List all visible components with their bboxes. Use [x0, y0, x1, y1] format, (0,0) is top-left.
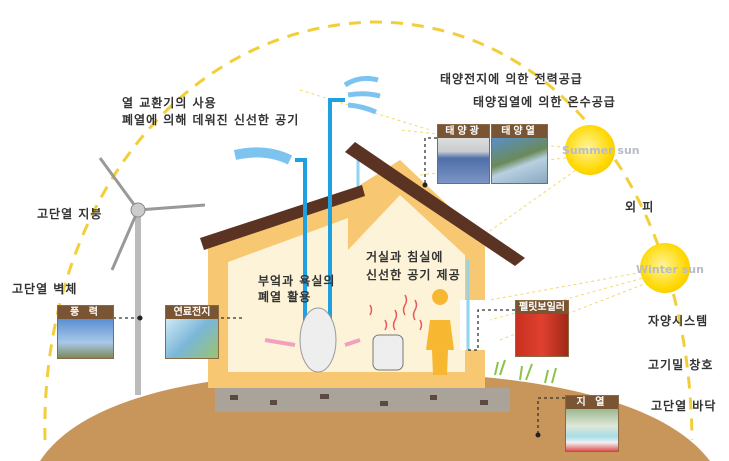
winter-sun-label: Winter sun	[636, 263, 704, 276]
kitchen-bath-label-1: 부엌과 욕실의	[258, 274, 336, 288]
envelope-label: 외 피	[625, 200, 655, 214]
heat-exchanger-label-2: 폐열에 의해 데워진 신선한 공기	[122, 113, 300, 127]
pellet-boiler-photo: 펠릿보일러	[515, 300, 569, 357]
winter-sun-icon	[640, 243, 690, 293]
house-interior	[228, 195, 465, 372]
kitchen-bath-label-2: 폐열 활용	[258, 290, 312, 304]
living-room-label-2: 신선한 공기 제공	[366, 268, 461, 282]
insulated-floor-label: 고단열 바닥	[651, 399, 717, 413]
fresh-air-arrow	[233, 147, 293, 165]
photovoltaic-caption: 태양광	[438, 125, 489, 138]
heat-exchanger-label-1: 열 교환기의 사용	[122, 96, 217, 110]
fuel-cell-photo: 연료전지	[165, 305, 219, 359]
exhaust-arrows	[343, 75, 381, 115]
heat-exchanger-unit	[299, 307, 337, 373]
insulated-roof-label: 고단열 지붕	[37, 207, 103, 221]
left-roof	[200, 185, 365, 250]
grass	[494, 359, 557, 384]
living-room-label-1: 거실과 침실에	[366, 250, 444, 264]
wind-turbine	[98, 157, 206, 395]
pv-supply-label: 태양전지에 의한 전력공급	[440, 72, 583, 86]
wind-power-caption: 풍 력	[58, 306, 113, 319]
solar-thermal-caption: 태양열	[492, 125, 547, 138]
geothermal-caption: 지 열	[566, 396, 618, 409]
gravel-foundation	[215, 388, 510, 412]
summer-sun-icon	[565, 125, 615, 175]
solar-thermal-photo: 태양열	[491, 124, 548, 184]
ground-mound	[40, 371, 710, 461]
fuel-cell-caption: 연료전지	[166, 306, 218, 319]
sun-path-arc	[43, 20, 694, 441]
pellet-boiler-caption: 펠릿보일러	[516, 301, 568, 314]
summer-sun-label: Summer sun	[562, 144, 640, 157]
shading-system-label: 자양시스템	[648, 314, 709, 328]
wind-power-photo: 풍 력	[57, 305, 114, 359]
leader-lines	[113, 137, 565, 435]
appliance	[372, 334, 404, 371]
insulated-wall-label: 고단열 벽체	[12, 282, 78, 296]
heat-waves	[369, 294, 423, 331]
photovoltaic-photo: 태양광	[437, 124, 490, 184]
solar-heat-supply-label: 태양집열에 의한 온수공급	[473, 95, 616, 109]
person-silhouette	[426, 289, 454, 375]
airtight-window-label: 고기밀 창호	[648, 358, 714, 372]
right-roof	[345, 142, 525, 266]
geothermal-photo: 지 열	[565, 395, 619, 452]
ventilation-ducts	[295, 98, 345, 340]
